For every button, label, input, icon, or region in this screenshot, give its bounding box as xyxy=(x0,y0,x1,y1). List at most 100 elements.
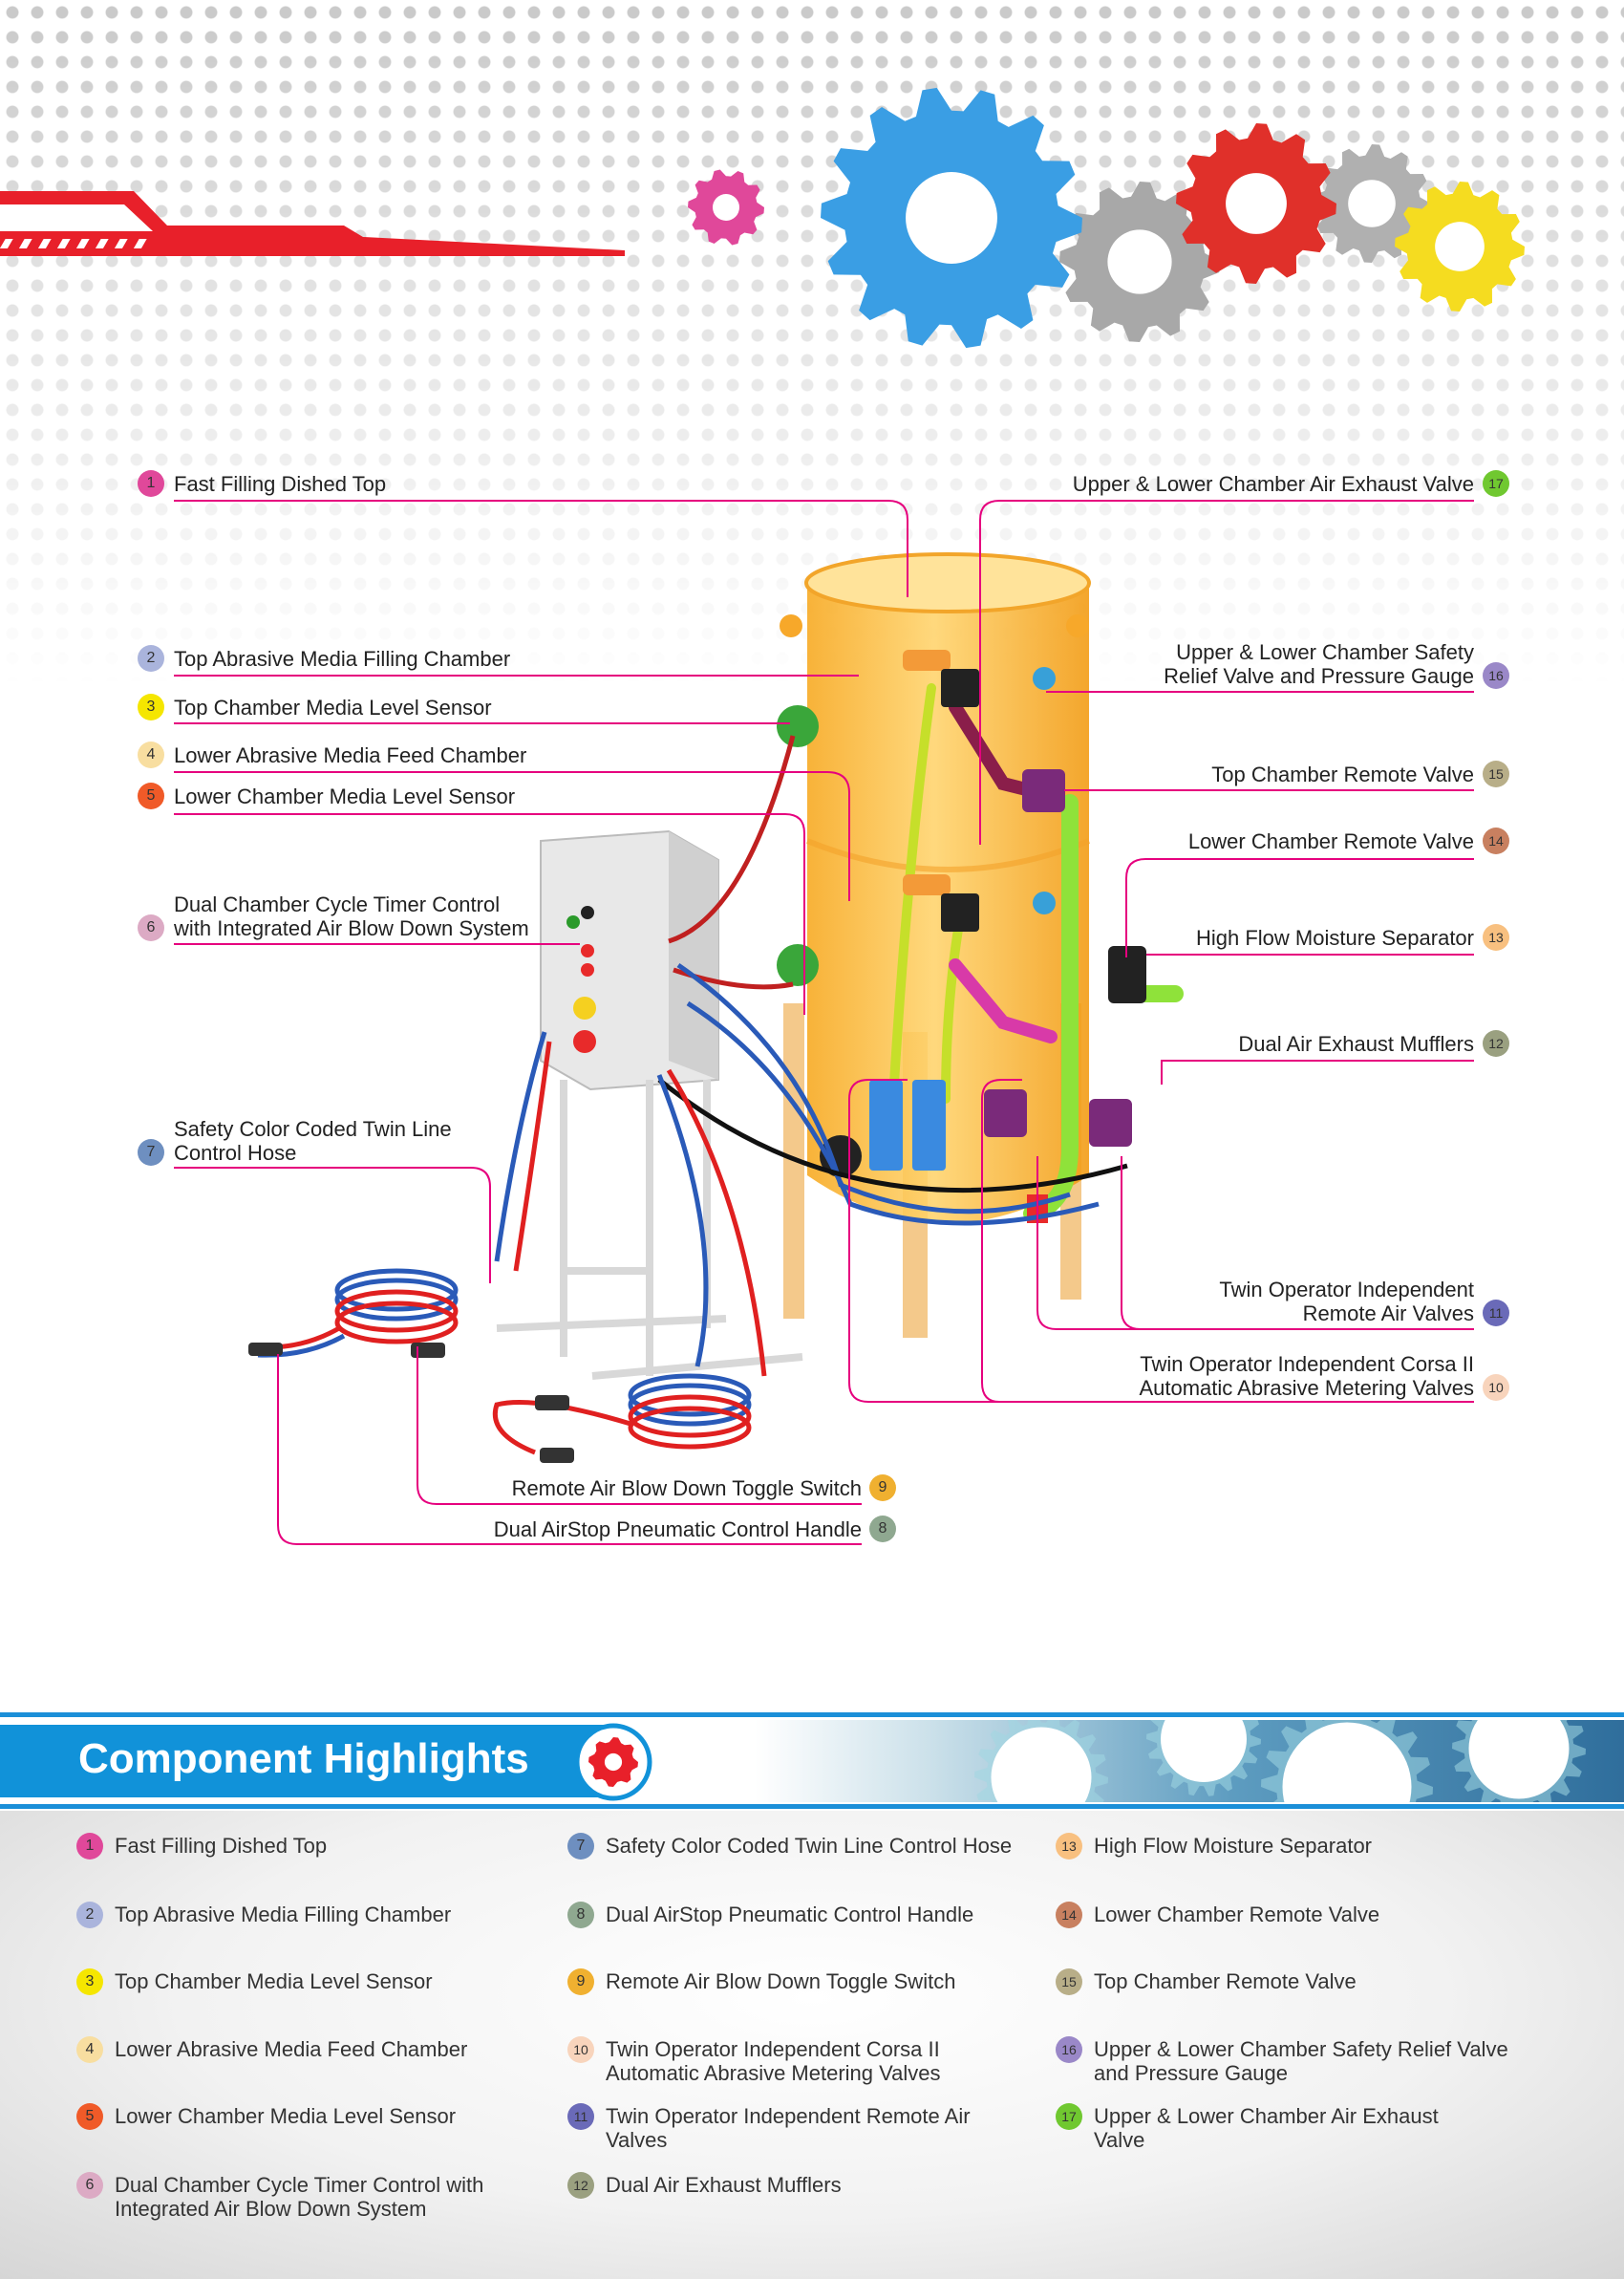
highlight-badge-1: 1 xyxy=(76,1833,103,1860)
highlight-badge-11: 11 xyxy=(567,2103,594,2130)
callout-label-17: Upper & Lower Chamber Air Exhaust Valve xyxy=(1072,472,1474,496)
highlight-badge-9: 9 xyxy=(567,1968,594,1995)
callout-label-14: Lower Chamber Remote Valve xyxy=(1187,829,1474,853)
callout-label-9: Remote Air Blow Down Toggle Switch xyxy=(511,1476,862,1500)
leader-line-7 xyxy=(174,1167,491,1283)
highlight-item-2: Top Abrasive Media Filling Chamber xyxy=(115,1903,452,1926)
callout-label-12: Dual Air Exhaust Mufflers xyxy=(1238,1032,1474,1056)
highlight-badge-17: 17 xyxy=(1056,2103,1082,2130)
highlight-item-8: Dual AirStop Pneumatic Control Handle xyxy=(606,1903,974,1926)
highlight-item-14: Lower Chamber Remote Valve xyxy=(1094,1903,1380,1926)
machine-diagram xyxy=(174,500,1474,1545)
callout-label-5: Lower Chamber Media Level Sensor xyxy=(174,785,516,808)
section-divider-top xyxy=(0,1712,1624,1717)
callout-badge-15: 15 xyxy=(1483,761,1509,787)
leader-line-4 xyxy=(174,771,850,901)
callout-label-6: Dual Chamber Cycle Timer Control with In… xyxy=(174,892,529,940)
leader-line-11 xyxy=(1036,1156,1474,1330)
callout-label-3: Top Chamber Media Level Sensor xyxy=(174,696,492,720)
callout-badge-10: 10 xyxy=(1483,1374,1509,1401)
callout-label-16: Upper & Lower Chamber Safety Relief Valv… xyxy=(1164,640,1474,688)
highlight-item-15: Top Chamber Remote Valve xyxy=(1094,1969,1357,1993)
highlight-item-17: Upper & Lower Chamber Air Exhaust Valve xyxy=(1094,2104,1439,2152)
highlight-item-16: Upper & Lower Chamber Safety Relief Valv… xyxy=(1094,2037,1508,2085)
highlights-list xyxy=(0,1811,1624,2279)
gear-icon xyxy=(574,1723,652,1801)
highlight-badge-6: 6 xyxy=(76,2172,103,2199)
highlight-item-11: Twin Operator Independent Remote Air Val… xyxy=(606,2104,971,2152)
highlight-item-9: Remote Air Blow Down Toggle Switch xyxy=(606,1969,956,1993)
highlight-badge-8: 8 xyxy=(567,1902,594,1928)
callout-label-15: Top Chamber Remote Valve xyxy=(1211,763,1474,786)
handles xyxy=(248,1343,574,1463)
leader-line-8 xyxy=(277,1354,862,1545)
leader-line-17 xyxy=(979,500,1474,845)
highlight-item-5: Lower Chamber Media Level Sensor xyxy=(115,2104,457,2128)
pink-gear-icon-hub xyxy=(713,194,739,221)
leader-line-9 xyxy=(417,1346,862,1505)
callout-badge-1: 1 xyxy=(138,470,164,497)
control-hoses xyxy=(257,735,1128,1455)
leader-line-14 xyxy=(1125,858,1474,957)
callout-badge-4: 4 xyxy=(138,742,164,768)
callout-badge-14: 14 xyxy=(1483,828,1509,854)
yellow-gear-icon-hub xyxy=(1435,222,1485,271)
callout-badge-7: 7 xyxy=(138,1139,164,1166)
callout-badge-2: 2 xyxy=(138,645,164,672)
callout-label-8: Dual AirStop Pneumatic Control Handle xyxy=(493,1517,862,1541)
callout-badge-8: 8 xyxy=(869,1516,896,1542)
highlight-badge-2: 2 xyxy=(76,1902,103,1928)
highlight-item-3: Top Chamber Media Level Sensor xyxy=(115,1969,433,1993)
callout-badge-13: 13 xyxy=(1483,924,1509,951)
highlight-badge-7: 7 xyxy=(567,1833,594,1860)
highlight-badge-5: 5 xyxy=(76,2103,103,2130)
header-decoration xyxy=(0,87,1525,349)
blue-gear-icon-hub xyxy=(906,172,997,264)
banner-gear-3-hub xyxy=(1468,1698,1570,1799)
highlight-badge-10: 10 xyxy=(567,2036,594,2063)
red-gear-icon-hub xyxy=(1226,173,1287,234)
highlight-item-1: Fast Filling Dished Top xyxy=(115,1834,328,1858)
callout-label-10: Twin Operator Independent Corsa II Autom… xyxy=(1139,1352,1474,1400)
callout-label-1: Fast Filling Dished Top xyxy=(174,472,387,496)
highlight-item-12: Dual Air Exhaust Mufflers xyxy=(606,2173,842,2197)
callout-badge-17: 17 xyxy=(1483,470,1509,497)
gray-gear-small-icon-hub xyxy=(1348,180,1396,227)
leader-line-12 xyxy=(1161,1060,1474,1085)
callout-label-13: High Flow Moisture Separator xyxy=(1195,926,1474,950)
callout-badge-11: 11 xyxy=(1483,1300,1509,1326)
section-divider-bottom xyxy=(0,1804,1624,1809)
gray-gear-icon-hub xyxy=(1107,229,1172,294)
red-gear-icon-hub xyxy=(604,1752,623,1772)
highlight-item-4: Lower Abrasive Media Feed Chamber xyxy=(115,2037,468,2061)
callout-badge-3: 3 xyxy=(138,694,164,720)
highlight-badge-14: 14 xyxy=(1056,1902,1082,1928)
section-title-band xyxy=(0,1725,611,1797)
gears-banner-image xyxy=(755,1682,1624,1873)
callout-label-2: Top Abrasive Media Filling Chamber xyxy=(174,647,511,671)
highlight-item-10: Twin Operator Independent Corsa II Autom… xyxy=(606,2037,941,2085)
leader-line-1 xyxy=(174,500,908,597)
highlight-badge-16: 16 xyxy=(1056,2036,1082,2063)
highlight-item-13: High Flow Moisture Separator xyxy=(1094,1834,1373,1858)
leader-line-10 xyxy=(848,1079,1474,1403)
callout-label-7: Safety Color Coded Twin Line Control Hos… xyxy=(174,1117,452,1165)
callout-label-11: Twin Operator Independent Remote Air Val… xyxy=(1219,1278,1474,1325)
highlight-item-7: Safety Color Coded Twin Line Control Hos… xyxy=(606,1834,1013,1858)
highlight-badge-15: 15 xyxy=(1056,1968,1082,1995)
callout-badge-9: 9 xyxy=(869,1474,896,1501)
callout-badge-5: 5 xyxy=(138,783,164,809)
highlight-badge-4: 4 xyxy=(76,2036,103,2063)
callout-badge-16: 16 xyxy=(1483,662,1509,689)
highlight-badge-13: 13 xyxy=(1056,1833,1082,1860)
section-title: Component Highlights xyxy=(78,1735,529,1782)
red-speed-stripe xyxy=(0,191,625,256)
callout-badge-6: 6 xyxy=(138,914,164,941)
control-box xyxy=(496,829,803,1380)
leader-line-5 xyxy=(174,813,805,1015)
highlight-badge-3: 3 xyxy=(76,1968,103,1995)
highlight-badge-12: 12 xyxy=(567,2172,594,2199)
callout-badge-12: 12 xyxy=(1483,1030,1509,1057)
highlight-item-6: Dual Chamber Cycle Timer Control with In… xyxy=(115,2173,484,2221)
callout-label-4: Lower Abrasive Media Feed Chamber xyxy=(174,743,527,767)
